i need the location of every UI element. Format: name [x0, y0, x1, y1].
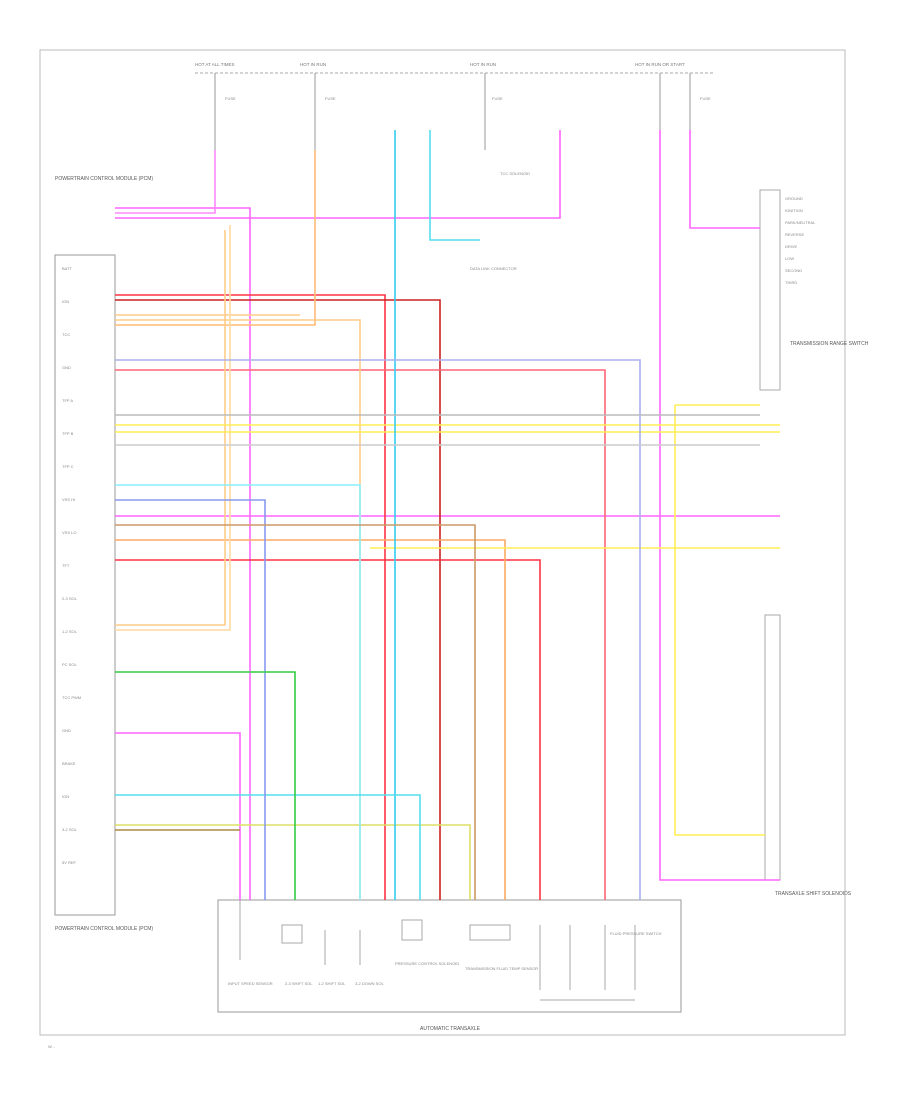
wire-magenta-1 — [115, 207, 251, 900]
bottom-component-labels: INPUT SPEED SENSOR 2-3 SHIFT SOL 1-2 SHI… — [228, 931, 662, 986]
wire-cyan-4 — [115, 794, 421, 900]
right-pin-label: PARK/NEUTRAL — [785, 220, 816, 225]
fuse-label-4: HOT IN RUN OR START — [635, 62, 685, 67]
wire-red-3 — [115, 369, 606, 900]
left-pin-label: BRAKE — [62, 761, 76, 766]
outer-border — [39, 49, 846, 1036]
comp-label-5: PRESSURE CONTROL SOLENOID — [395, 961, 459, 966]
right-pin-label: REVERSE — [785, 232, 804, 237]
footer-label: AUTOMATIC TRANSAXLE — [420, 1026, 481, 1032]
comp-label-3: 1-2 SHIFT SOL — [318, 981, 346, 986]
wire-tan-1 — [115, 524, 476, 900]
wire-darkred-1 — [115, 299, 441, 900]
comp-label-2: 2-3 SHIFT SOL — [285, 981, 313, 986]
wire-magenta-3 — [115, 130, 561, 219]
transaxle-box — [217, 899, 682, 1013]
right-pin-label: DRIVE — [785, 244, 798, 249]
left-pin-label: TFP A — [62, 398, 73, 403]
fuse-label-3: HOT IN RUN — [470, 62, 496, 67]
mid-title: TCC SOLENOID — [500, 171, 530, 176]
fuse-label-2: HOT IN RUN — [300, 62, 326, 67]
wire-red-2 — [115, 559, 541, 900]
right-pin-label: THIRD — [785, 280, 797, 285]
wire-orange-2 — [115, 319, 361, 900]
comp-label-6: TRANSMISSION FLUID TEMP SENSOR — [465, 966, 538, 971]
right-connector — [759, 189, 781, 391]
left-pin-label: IGN — [62, 794, 69, 799]
right-pin-label: IGNITION — [785, 208, 803, 213]
left-pin-label: TFT — [62, 563, 70, 568]
left-pin-labels: BATT IGN TCC GND TFP A TFP B TFP C VSS HI VSS LO… — [62, 266, 81, 865]
left-pin-label: IGN — [62, 299, 69, 304]
ecm-title: POWERTRAIN CONTROL MODULE (PCM) — [55, 176, 153, 182]
right-pin-label: LOW — [785, 256, 794, 261]
wire-magenta-7 — [115, 732, 241, 900]
comp-label-4: 3-2 DOWN SOL — [355, 981, 384, 986]
right-pin-labels: GROUND IGNITION PARK/NEUTRAL REVERSE DRIVE LO… — [785, 196, 816, 285]
wire-magenta-2 — [115, 150, 216, 214]
data-link-label: DATA LINK CONNECTOR — [470, 266, 517, 271]
pcm-connector-block — [54, 254, 116, 916]
wire-orange-5 — [115, 230, 226, 626]
comp-label-1: INPUT SPEED SENSOR — [228, 981, 273, 986]
fuse-name-4: FUSE — [700, 96, 711, 101]
left-pin-label: 5V REF — [62, 860, 77, 865]
left-pin-label: TFP B — [62, 431, 74, 436]
wire-yellow-5 — [115, 824, 471, 900]
right-pin-label: GROUND — [785, 196, 803, 201]
wire-green-1 — [115, 671, 296, 900]
wire-cyan-2 — [429, 130, 480, 241]
wire-lavender-1 — [115, 359, 641, 900]
right-lower-connector — [764, 614, 781, 881]
left-pin-label: 1-2 SOL — [62, 629, 78, 634]
left-pin-label: TCC PWM — [62, 695, 81, 700]
wire-magenta-5 — [689, 130, 760, 229]
wire-magenta-4 — [659, 130, 780, 881]
right-lower-title: TRANSAXLE SHIFT SOLENOIDS — [775, 891, 852, 897]
wire-orange-6 — [115, 225, 231, 631]
left-pin-label: GND — [62, 365, 71, 370]
left-pin-label: 2-3 SOL — [62, 596, 78, 601]
left-pin-label: 3-2 SOL — [62, 827, 78, 832]
wire-orange-1 — [115, 150, 316, 326]
wire-red-1 — [115, 294, 386, 900]
left-bottom-title: POWERTRAIN CONTROL MODULE (PCM) — [55, 926, 153, 932]
left-pin-label: BATT — [62, 266, 72, 271]
left-pin-label: GND — [62, 728, 71, 733]
comp-label-7: FLUID PRESSURE SWITCH — [610, 931, 662, 936]
component-stubs — [239, 900, 636, 1001]
right-block-title: TRANSMISSION RANGE SWITCH — [790, 341, 869, 347]
wires — [115, 130, 780, 900]
fuse-drops — [214, 73, 691, 150]
left-pin-label: PC SOL — [62, 662, 77, 667]
wire-yellow-3 — [674, 404, 765, 836]
left-pin-label: VSS LO — [62, 530, 76, 535]
wire-cyan-3 — [115, 484, 361, 900]
wire-blue-1 — [115, 499, 266, 900]
fuse-name-1: FUSE — [225, 96, 236, 101]
fuse-name-2: FUSE — [325, 96, 336, 101]
left-pin-label: VSS HI — [62, 497, 75, 502]
left-pin-label: TCC — [62, 332, 70, 337]
fuse-name-3: FUSE — [492, 96, 503, 101]
right-pin-label: SECOND — [785, 268, 802, 273]
left-pin-label: TFP C — [62, 464, 74, 469]
wire-orange-4 — [115, 539, 506, 900]
fuse-label-1: HOT AT ALL TIMES — [195, 62, 235, 67]
corner-code: W... — [48, 1044, 55, 1049]
